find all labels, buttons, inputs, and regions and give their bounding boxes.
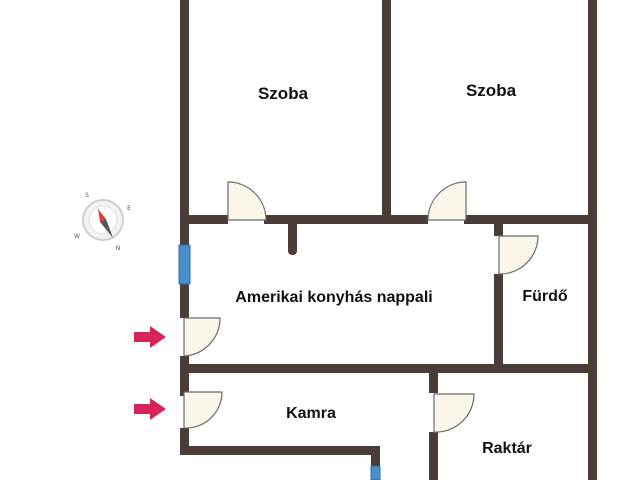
compass-letter-s: S xyxy=(85,192,89,199)
wall-right xyxy=(588,0,597,480)
door-entrance-kamra xyxy=(183,391,223,429)
window-kamra-bottom xyxy=(370,465,381,480)
wall-left-mid xyxy=(180,284,189,318)
entrance-arrow-lower xyxy=(134,398,166,420)
door-raktar xyxy=(433,393,475,433)
window-nappali xyxy=(178,244,191,285)
room-labels: Szoba Szoba Amerikai konyhás nappali Für… xyxy=(235,81,568,457)
wall-left-upper xyxy=(180,0,189,245)
wall-middle-vertical xyxy=(382,0,391,222)
entrance-arrow-upper xyxy=(134,326,166,348)
compass-needle-south xyxy=(100,219,113,238)
wall-horizontal-top-right xyxy=(464,215,597,224)
door-szoba-2 xyxy=(427,181,467,221)
room-label-nappali: Amerikai konyhás nappali xyxy=(235,289,432,306)
door-furdo xyxy=(498,235,539,275)
windows xyxy=(178,244,381,480)
compass-letter-e: E xyxy=(127,205,131,212)
wall-left-lower xyxy=(180,356,189,396)
compass: S E N W xyxy=(74,192,131,252)
door-szoba-1 xyxy=(227,181,267,221)
wall-kamra-right xyxy=(371,446,380,466)
wall-horizontal-top-mid xyxy=(264,215,428,224)
wall-furdo-vertical xyxy=(494,222,503,236)
wall-kamra-bottom xyxy=(180,446,380,455)
wall-stub xyxy=(288,215,297,255)
wall-horizontal-top xyxy=(180,215,228,224)
door-entrance-nappali xyxy=(183,317,221,357)
entrance-arrows xyxy=(134,326,166,420)
wall-horizontal-middle xyxy=(180,364,597,373)
wall-furdo-vertical-lower xyxy=(494,274,503,368)
walls xyxy=(180,0,597,480)
compass-letter-w: W xyxy=(74,233,80,240)
room-label-kamra: Kamra xyxy=(286,405,336,422)
room-label-szoba-2: Szoba xyxy=(466,81,517,100)
room-label-szoba-1: Szoba xyxy=(258,84,309,103)
wall-raktar-vertical xyxy=(429,373,438,393)
wall-left-bottom xyxy=(180,428,189,450)
room-label-raktar: Raktár xyxy=(482,440,532,457)
room-label-furdo: Fürdő xyxy=(522,288,568,305)
doors xyxy=(183,181,539,433)
compass-letter-n: N xyxy=(116,245,121,252)
compass-needle-north xyxy=(98,209,106,222)
wall-raktar-vertical-lower xyxy=(429,432,438,480)
